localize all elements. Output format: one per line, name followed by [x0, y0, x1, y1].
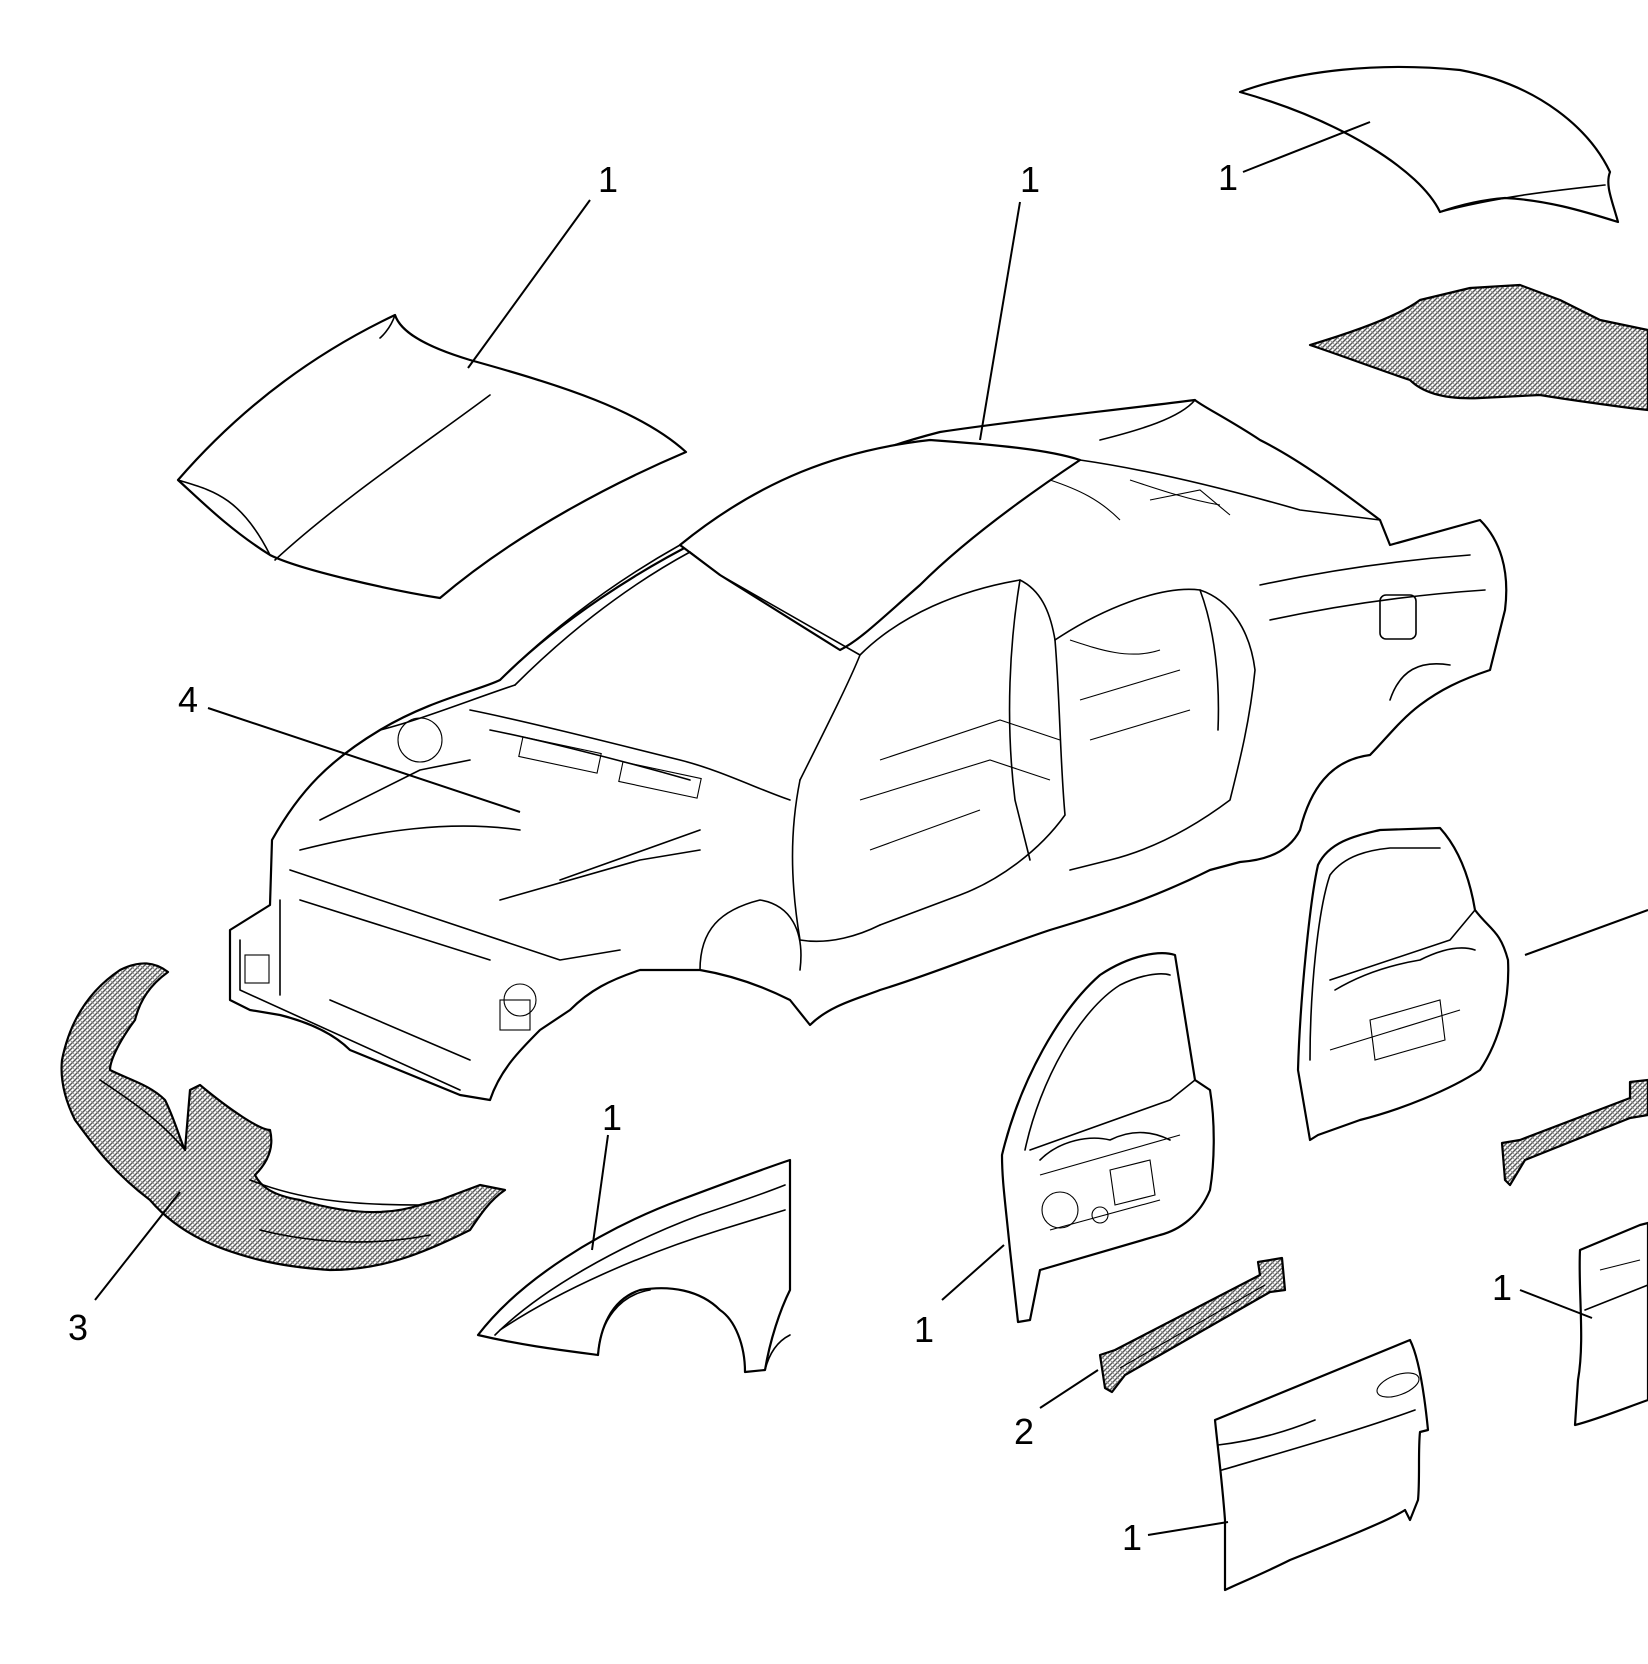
- leader-rear-door-frame: [1524, 909, 1648, 956]
- callout-hood: 1: [598, 159, 618, 200]
- callout-rear-door-outer: 1: [1492, 1267, 1512, 1308]
- rear-door-outer-panel: [1573, 1221, 1648, 1427]
- callout-front-door-outer: 1: [1122, 1517, 1142, 1558]
- callout-front-door-frame: 1: [914, 1309, 934, 1350]
- front-door-beam: [1098, 1256, 1287, 1394]
- callout-trunk-lid: 1: [1218, 157, 1238, 198]
- hood-panel: [176, 313, 688, 600]
- leader-roof: [979, 201, 1021, 441]
- body-in-white: [228, 398, 1508, 1102]
- rear-door-frame: [1296, 826, 1510, 1142]
- leader-rear-door-outer: [1519, 1289, 1593, 1319]
- leader-hood: [467, 199, 591, 369]
- leader-front-door-frame: [941, 1244, 1005, 1301]
- rear-door-beam: [1500, 1078, 1648, 1187]
- trunk-lid-panel: [1238, 65, 1620, 224]
- rear-bumper-fascia: [1308, 283, 1648, 412]
- leader-front-door-beam: [1039, 1369, 1099, 1409]
- leader-front-fender: [591, 1134, 609, 1251]
- leader-front-bumper: [94, 1191, 181, 1301]
- callout-front-structure: 4: [178, 679, 198, 720]
- callout-front-fender: 1: [602, 1097, 622, 1138]
- front-bumper-fascia: [60, 962, 507, 1272]
- leader-lines: [94, 121, 1648, 1536]
- front-fender-panel: [476, 1158, 792, 1374]
- front-door-frame: [1000, 952, 1215, 1324]
- front-door-outer-panel: [1213, 1338, 1430, 1592]
- callout-front-bumper: 3: [68, 1307, 88, 1348]
- leader-front-door-outer: [1147, 1521, 1229, 1536]
- callout-roof: 1: [1020, 159, 1040, 200]
- leader-front-structure: [207, 707, 521, 813]
- callout-front-door-beam: 2: [1014, 1411, 1034, 1452]
- leader-trunk-lid: [1242, 121, 1371, 173]
- callout-labels: 1 1 1 3 4 1 1 2 1 1: [68, 157, 1512, 1558]
